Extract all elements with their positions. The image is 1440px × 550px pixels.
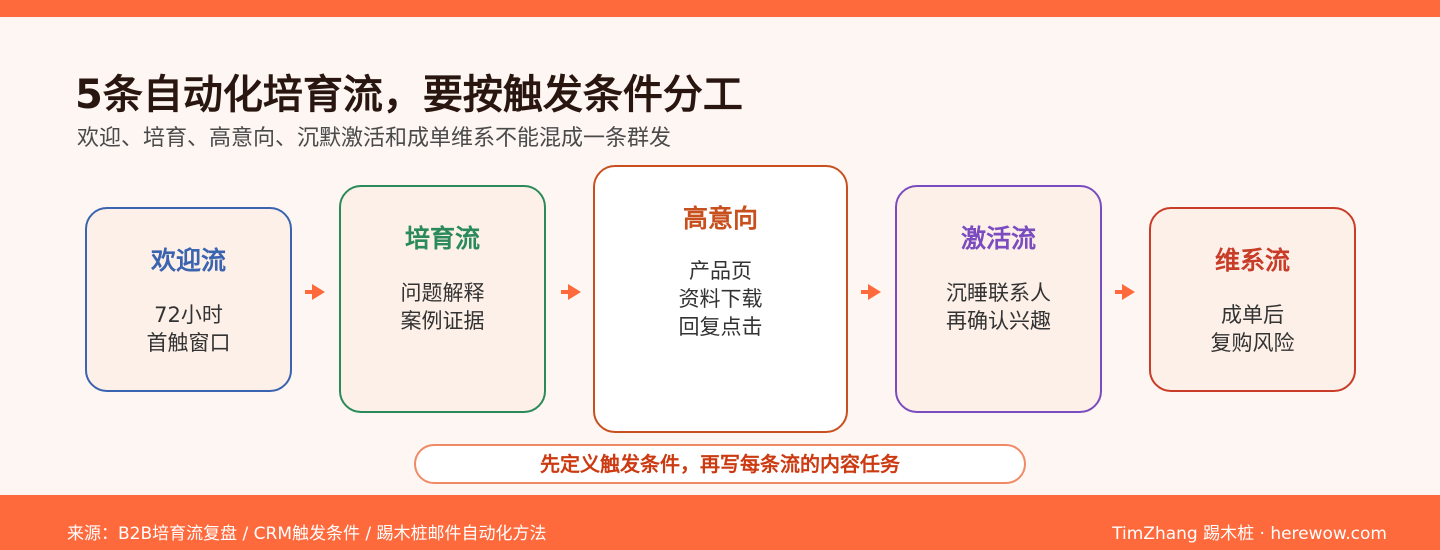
flow-card-nurture: 培育流 问题解释 案例证据 bbox=[339, 185, 546, 413]
flow-arrow-2 bbox=[561, 284, 581, 300]
page-subtitle: 欢迎、培育、高意向、沉默激活和成单维系不能混成一条群发 bbox=[77, 126, 672, 151]
flow-arrow-3 bbox=[861, 284, 881, 300]
flow-arrow-1 bbox=[305, 284, 325, 300]
flow-condition-line: 首触窗口 bbox=[146, 331, 231, 355]
flow-arrow-4 bbox=[1115, 284, 1135, 300]
flow-condition-line: 成单后 bbox=[1221, 303, 1284, 327]
flow-condition-line: 再确认兴趣 bbox=[946, 309, 1051, 333]
flow-condition-line: 复购风险 bbox=[1210, 331, 1295, 355]
footer-source: 来源：B2B培育流复盘 / CRM触发条件 / 踢木桩邮件自动化方法 bbox=[67, 524, 547, 544]
key-takeaway-note: 先定义触发条件，再写每条流的内容任务 bbox=[414, 444, 1026, 484]
flow-condition-line: 回复点击 bbox=[678, 315, 763, 339]
page-title: 5条自动化培育流，要按触发条件分工 bbox=[75, 72, 743, 118]
flow-conditions: 问题解释 案例证据 bbox=[341, 279, 544, 335]
flow-condition-line: 产品页 bbox=[689, 259, 752, 283]
flow-condition-line: 沉睡联系人 bbox=[946, 281, 1051, 305]
flow-condition-line: 资料下载 bbox=[678, 287, 763, 311]
flow-conditions: 72小时 首触窗口 bbox=[87, 301, 290, 357]
flow-name: 维系流 bbox=[1214, 246, 1290, 275]
flow-card-welcome: 欢迎流 72小时 首触窗口 bbox=[85, 207, 292, 392]
flow-condition-line: 问题解释 bbox=[400, 281, 485, 305]
flow-name: 欢迎流 bbox=[150, 246, 226, 275]
flow-conditions: 沉睡联系人 再确认兴趣 bbox=[897, 279, 1100, 335]
flow-card-retention: 维系流 成单后 复购风险 bbox=[1149, 207, 1356, 392]
flow-name: 培育流 bbox=[404, 224, 480, 253]
flow-card-high-intent: 高意向 产品页 资料下载 回复点击 bbox=[593, 165, 848, 433]
top-accent-bar bbox=[0, 0, 1440, 17]
footer-bar: 来源：B2B培育流复盘 / CRM触发条件 / 踢木桩邮件自动化方法 TimZh… bbox=[0, 495, 1440, 550]
flow-card-reactivation: 激活流 沉睡联系人 再确认兴趣 bbox=[895, 185, 1102, 413]
flow-condition-line: 72小时 bbox=[154, 303, 223, 327]
flow-conditions: 产品页 资料下载 回复点击 bbox=[595, 257, 846, 341]
flow-conditions: 成单后 复购风险 bbox=[1151, 301, 1354, 357]
footer-brand: TimZhang 踢木桩 · herewow.com bbox=[1112, 524, 1387, 544]
flow-name: 高意向 bbox=[682, 204, 758, 233]
flow-condition-line: 案例证据 bbox=[400, 309, 485, 333]
flow-name: 激活流 bbox=[960, 224, 1036, 253]
